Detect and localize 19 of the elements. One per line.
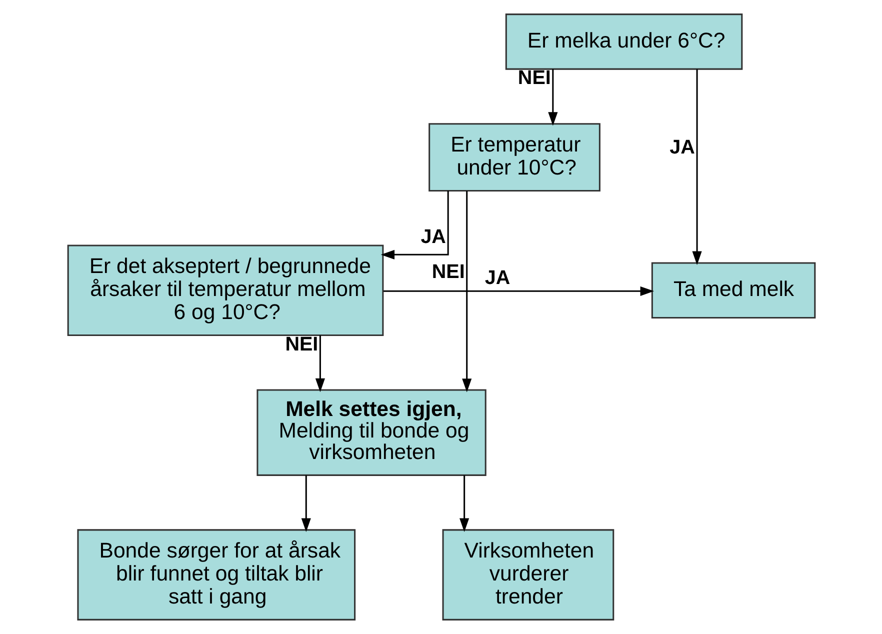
arrow <box>382 286 654 296</box>
arrow <box>462 191 472 392</box>
node-box: Er melka under 6°C? <box>504 14 742 70</box>
arrow <box>692 69 702 265</box>
edge-label: JA <box>420 226 446 248</box>
edge-label: JA <box>669 136 694 159</box>
arrow <box>300 475 310 532</box>
edge-label: NEI <box>431 261 464 284</box>
node-box: Melk settes igjen, Melding til bonde og virksomheten <box>256 389 486 476</box>
arrow <box>459 475 469 532</box>
node-box: Er det akseptert / begrunnede årsaker til temperatur mellom 6 og 10°C? <box>66 244 384 336</box>
node-box: Bonde sørger for at årsak blir funnet og tiltak blir satt i gang <box>76 529 356 620</box>
arrow <box>548 69 558 126</box>
node-box: Er temperatur under 10°C? <box>428 123 600 192</box>
node-box: Ta med melk <box>650 262 816 319</box>
edge-label: JA <box>484 267 510 290</box>
arrow <box>380 190 448 260</box>
node-box: Virksomheten vurderer trender <box>442 529 614 620</box>
arrow <box>314 335 324 392</box>
